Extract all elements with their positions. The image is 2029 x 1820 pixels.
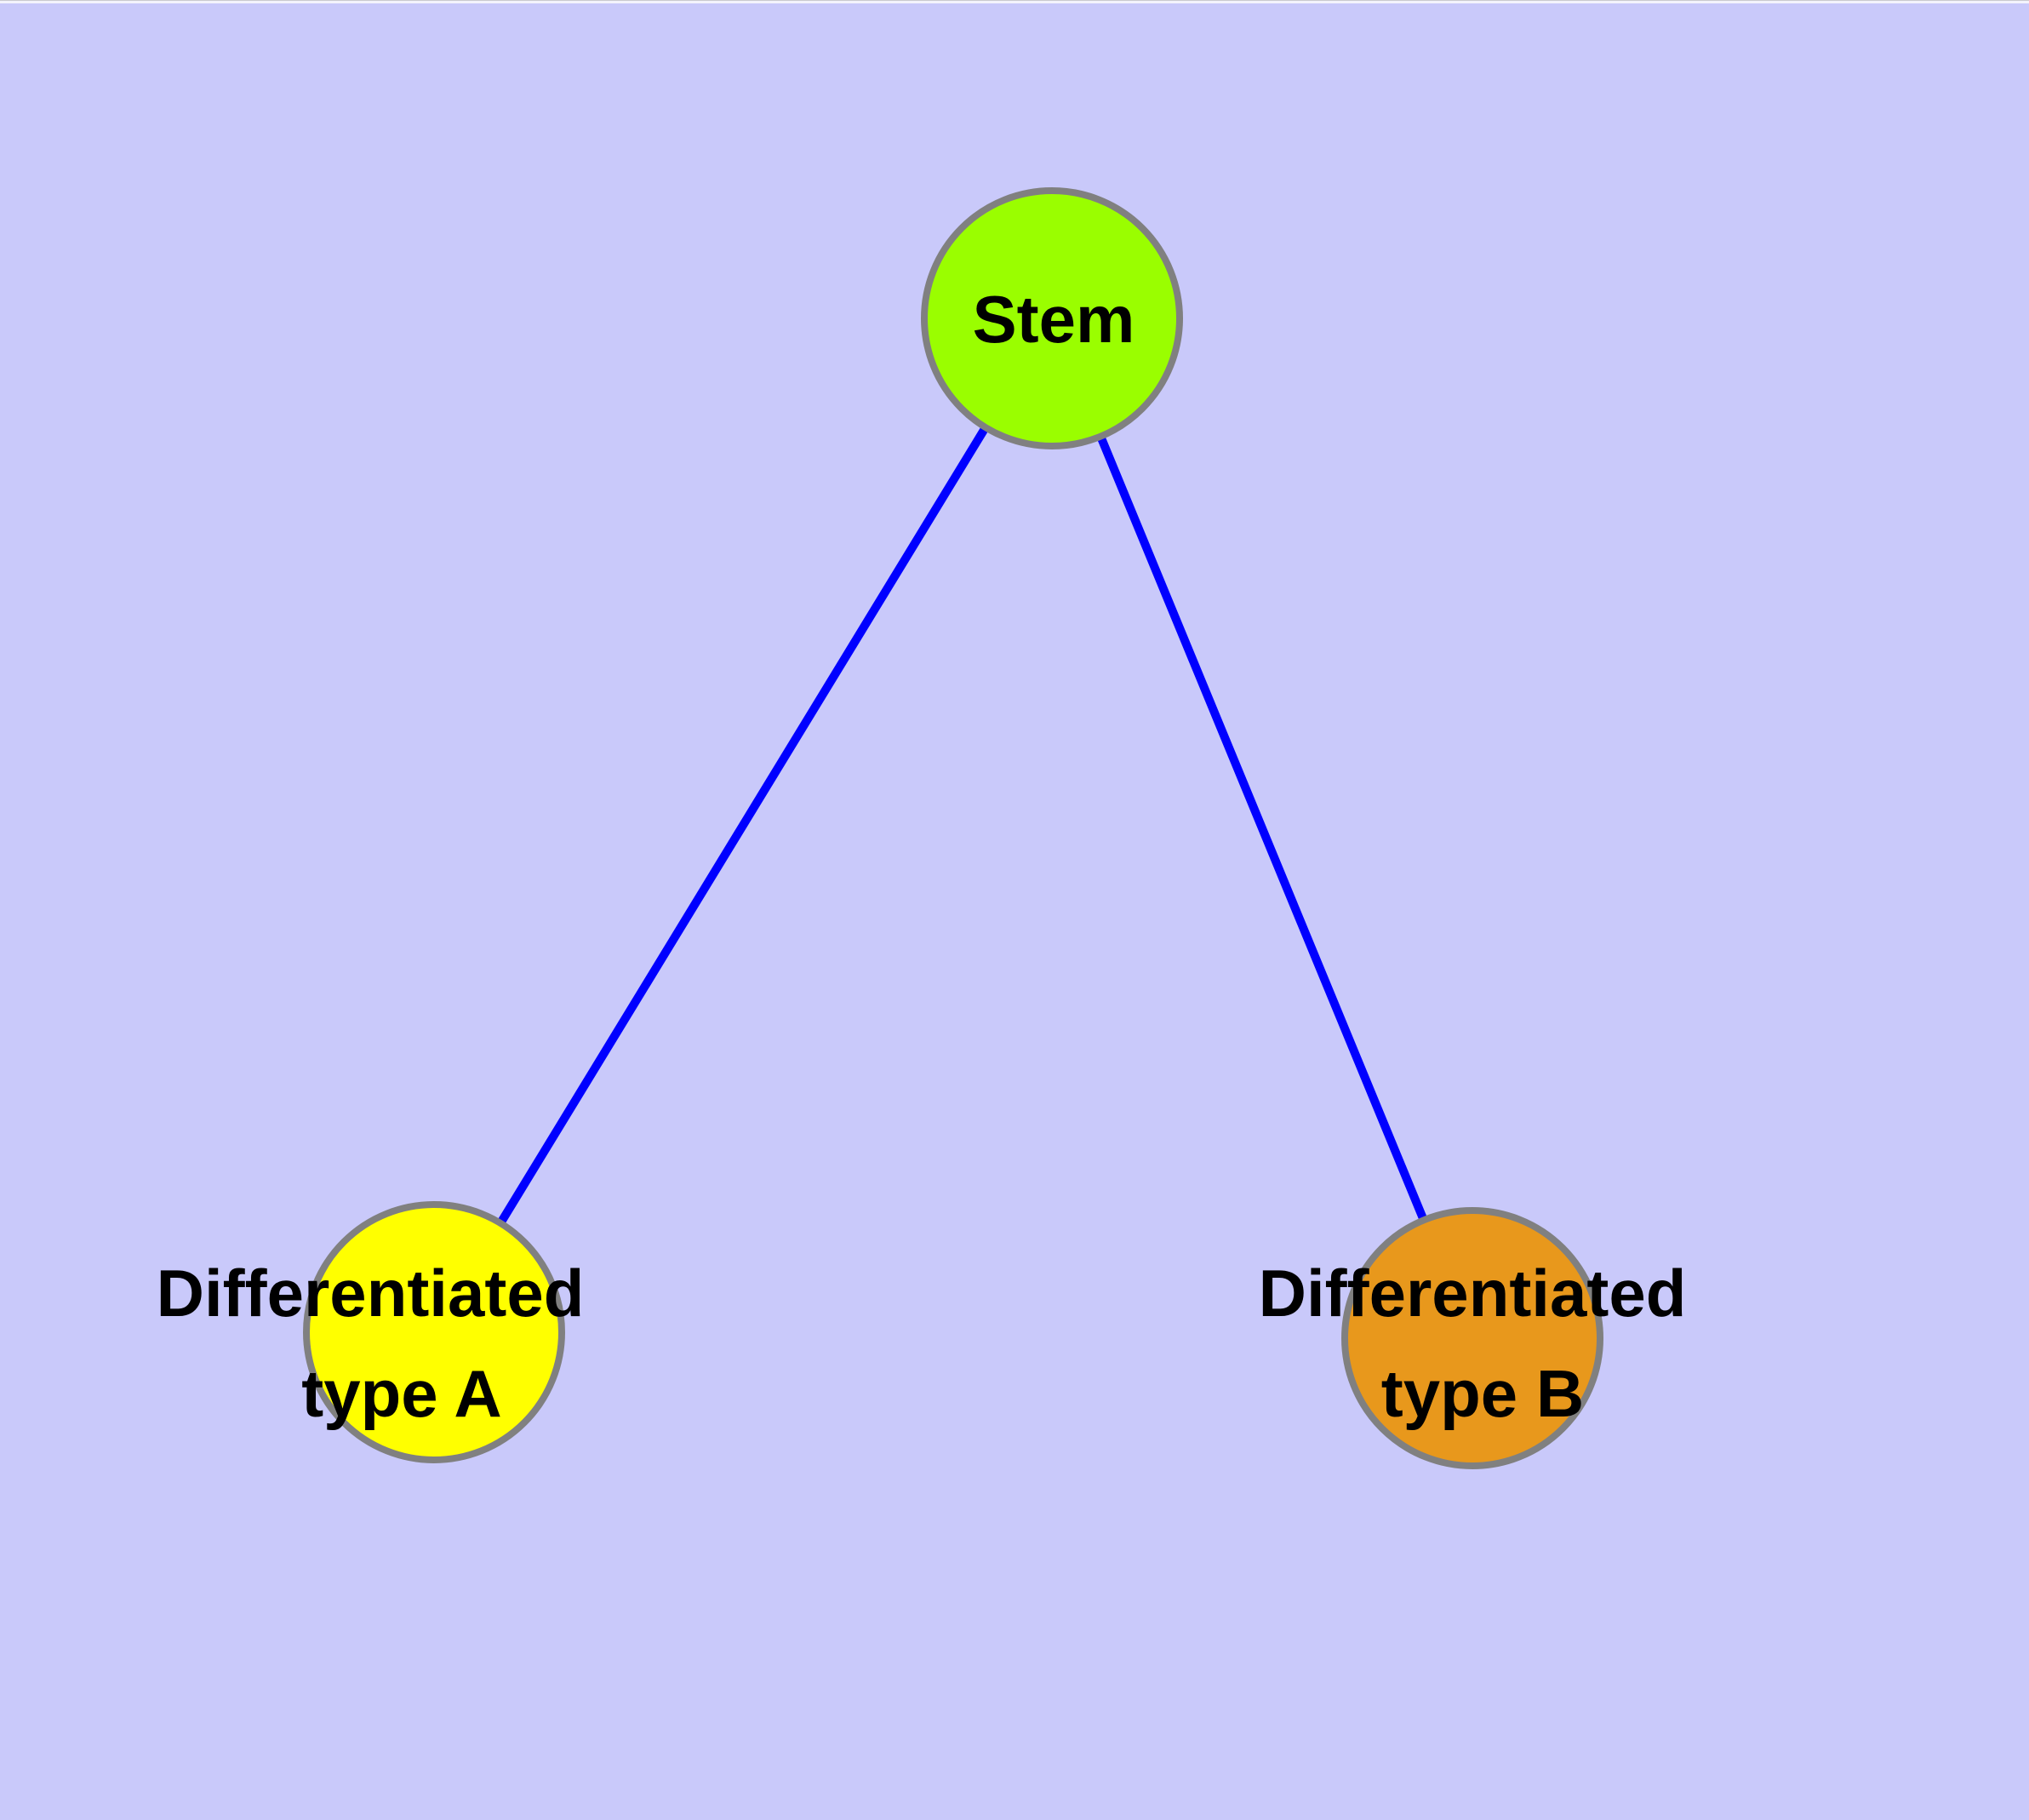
window-top-edge [0,0,2029,3]
node-type-b-label-line1: Differentiated [1259,1256,1687,1331]
node-stem-label: Stem [973,282,1135,357]
node-differentiated-type-a [303,1201,565,1463]
edge-stem-to-type-b [1048,314,1477,1342]
node-type-a-label-line1: Differentiated [157,1256,585,1331]
node-stem [921,187,1183,449]
node-type-b-label-line2: type B [1381,1356,1584,1431]
edge-stem-to-type-a [430,314,1056,1336]
node-differentiated-type-b [1341,1207,1603,1469]
node-type-a-label-line2: type A [301,1356,502,1431]
